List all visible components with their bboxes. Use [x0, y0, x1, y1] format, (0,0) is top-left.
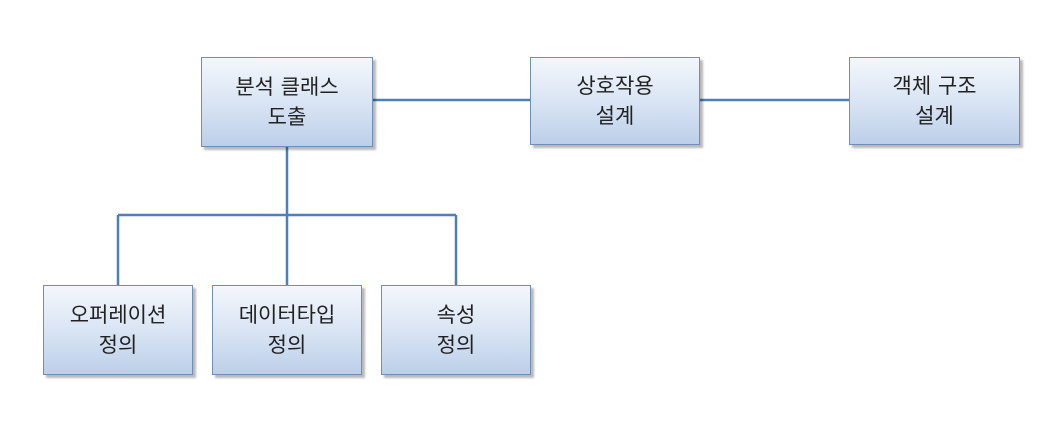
box-label-line2: 정의: [267, 333, 307, 357]
box-datatype-definition: 데이터타입 정의: [212, 285, 362, 375]
box-label-line1: 분석 클래스: [235, 75, 339, 99]
box-object-structure-design: 객체 구조 설계: [849, 57, 1020, 145]
box-label-line2: 정의: [98, 333, 138, 357]
box-attribute-definition: 속성 정의: [381, 285, 531, 375]
box-label-line1: 데이터타입: [238, 303, 336, 327]
box-label-line1: 속성: [436, 303, 476, 327]
box-label-line1: 객체 구조: [892, 74, 977, 98]
box-operation-definition: 오퍼레이션 정의: [43, 285, 193, 375]
box-label-line1: 상호작용: [576, 74, 654, 98]
box-label-line1: 오퍼레이션: [69, 303, 167, 327]
box-label-line2: 설계: [915, 104, 954, 128]
box-label-line2: 정의: [436, 333, 476, 357]
box-analysis-class-derivation: 분석 클래스 도출: [201, 57, 373, 147]
box-interaction-design: 상호작용 설계: [530, 57, 700, 145]
box-label-line2: 도출: [267, 105, 307, 129]
box-label-line2: 설계: [595, 104, 635, 128]
